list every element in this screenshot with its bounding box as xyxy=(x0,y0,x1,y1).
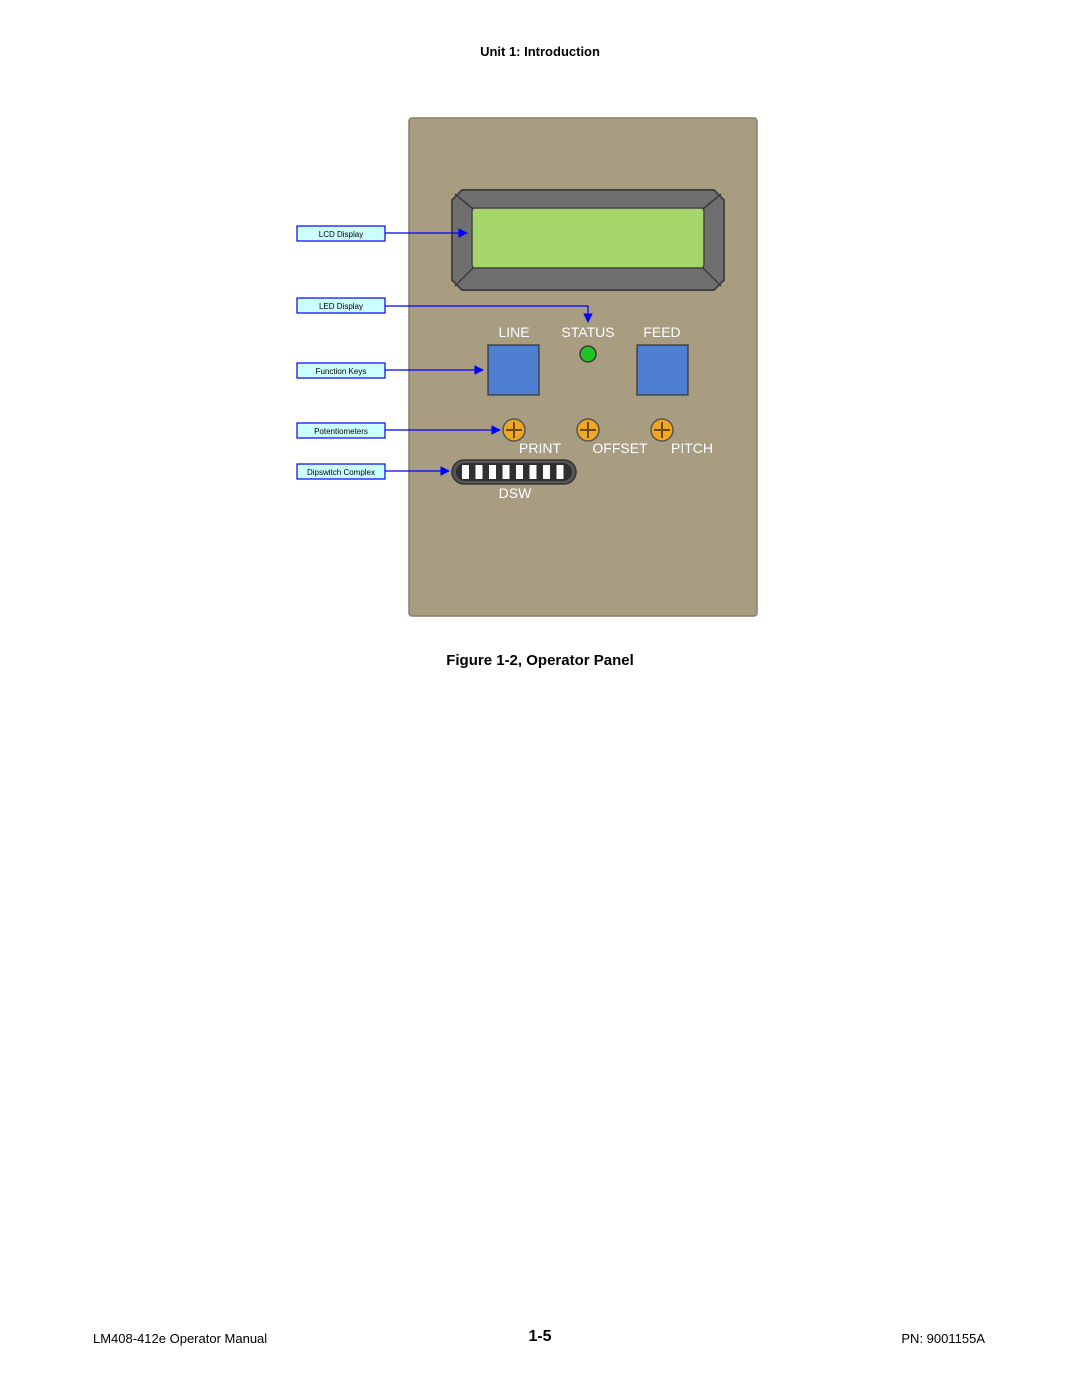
svg-text:LED Display: LED Display xyxy=(319,302,363,311)
pitch-potentiometer[interactable] xyxy=(650,418,674,442)
page-header: Unit 1: Introduction xyxy=(480,44,600,59)
print-potentiometer[interactable] xyxy=(502,418,526,442)
footer-manual-title: LM408-412e Operator Manual xyxy=(93,1331,268,1346)
svg-text:Dipswitch Complex: Dipswitch Complex xyxy=(307,468,375,477)
dipswitch-1[interactable] xyxy=(462,465,469,479)
operator-panel-figure: LINE STATUS FEED PRINT OFFSET PITCH DSW … xyxy=(296,117,758,617)
pitch-label: PITCH xyxy=(671,440,713,456)
dsw-callout: Dipswitch Complex xyxy=(296,463,386,480)
feed-key[interactable] xyxy=(636,344,689,396)
svg-text:Function Keys: Function Keys xyxy=(316,367,367,376)
line-label: LINE xyxy=(498,324,529,340)
lcd-display xyxy=(471,207,705,269)
led-callout: LED Display xyxy=(296,297,386,314)
dipswitch-complex[interactable] xyxy=(451,459,577,485)
footer-part-number: PN: 9001155A xyxy=(901,1331,985,1346)
keys-callout: Function Keys xyxy=(296,362,386,379)
status-label: STATUS xyxy=(561,324,614,340)
dsw-label: DSW xyxy=(499,485,532,501)
figure-caption: Figure 1-2, Operator Panel xyxy=(446,652,634,669)
feed-label: FEED xyxy=(643,324,680,340)
print-label: PRINT xyxy=(519,440,561,456)
pots-callout: Potentiometers xyxy=(296,422,386,439)
status-led xyxy=(579,345,597,363)
svg-text:Potentiometers: Potentiometers xyxy=(314,427,368,436)
dipswitch-2[interactable] xyxy=(475,465,483,479)
dipswitch-4[interactable] xyxy=(502,465,510,479)
offset-potentiometer[interactable] xyxy=(576,418,600,442)
line-key[interactable] xyxy=(487,344,540,396)
dipswitch-8[interactable] xyxy=(556,465,564,479)
offset-label: OFFSET xyxy=(592,440,648,456)
dipswitch-6[interactable] xyxy=(529,465,537,479)
lcd-bezel xyxy=(451,189,725,291)
dipswitch-7[interactable] xyxy=(543,465,550,479)
led-callout-arrow xyxy=(385,305,593,323)
dipswitch-3[interactable] xyxy=(489,465,496,479)
dipswitch-5[interactable] xyxy=(516,465,523,479)
lcd-callout: LCD Display xyxy=(296,225,386,242)
footer-page-number: 1-5 xyxy=(528,1328,552,1345)
svg-text:LCD Display: LCD Display xyxy=(319,230,363,239)
